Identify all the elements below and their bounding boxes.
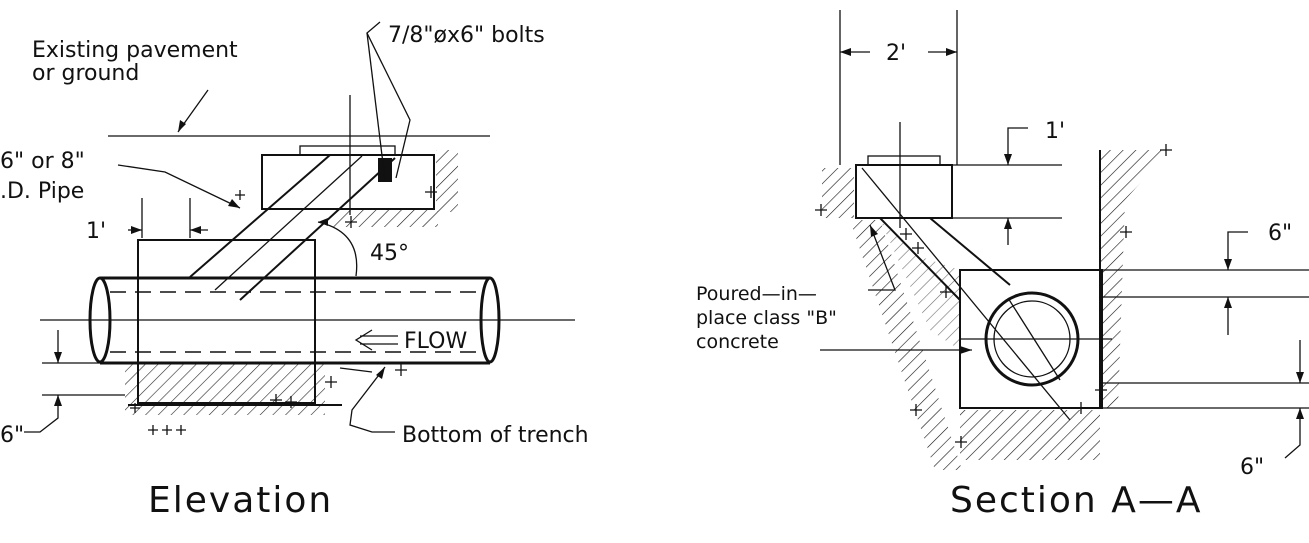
- dim2-arrow-left: [840, 48, 851, 56]
- dim6-arrow-top: [54, 352, 62, 363]
- section-riser-edge-2: [929, 217, 1011, 286]
- riser-pipe-edge-upper: [239, 157, 396, 301]
- dim6b-line-bottom: [1284, 408, 1301, 459]
- section-riser-axis: [861, 167, 1071, 421]
- pipe-size-label-line2: .D. Pipe: [0, 179, 84, 204]
- elevation-view: FLOW 45° 1' 6": [0, 21, 589, 521]
- elevation-hatch-cap: [436, 150, 458, 212]
- dim-6in-bottom-label: 6": [1240, 455, 1264, 480]
- dim2-arrow-right: [946, 48, 957, 56]
- trench-leader-1: [339, 367, 373, 373]
- section-hatch-right-wall: [1100, 150, 1170, 408]
- bolts-label: 7/8"øx6" bolts: [388, 23, 545, 48]
- concrete-label-line1: Poured—in—: [696, 283, 817, 305]
- trench-arrow: [376, 367, 385, 379]
- concrete-leader-1: [868, 224, 896, 291]
- bolt-leader-2: [366, 32, 386, 181]
- section-hatch-cap: [822, 168, 854, 218]
- elevation-hatch-under-cap: [330, 209, 438, 227]
- section-survey-marks: [815, 144, 1172, 448]
- riser-pipe-edge-lower: [189, 154, 331, 278]
- concrete-label-line2: place class "B": [696, 307, 837, 329]
- dim1-arrow-right: [190, 226, 201, 234]
- pipe-size-label-line1: 6" or 8": [0, 149, 85, 174]
- dim6s-line-top: [1227, 231, 1248, 270]
- elevation-plate: [299, 145, 396, 156]
- dim-1ft-section-label: 1': [1045, 119, 1065, 144]
- section-view: 2' 1': [696, 10, 1309, 521]
- concrete-label-line3: concrete: [696, 331, 779, 353]
- dim-2ft-label: 2': [886, 41, 906, 66]
- section-wall-outline: [960, 150, 1101, 409]
- angle-arc: [317, 221, 358, 277]
- pipe-size-arrow: [228, 199, 240, 208]
- section-title: Section A—A: [950, 480, 1202, 521]
- bottom-trench-label: Bottom of trench: [402, 423, 589, 448]
- dim6-line-bottom: [24, 395, 59, 433]
- dim1s-line-top: [1007, 127, 1028, 165]
- pavement-arrow: [178, 120, 186, 132]
- flow-label: FLOW: [404, 329, 467, 354]
- dim1s-arrow-top: [1004, 154, 1012, 165]
- dim1s-arrow-bottom: [1004, 218, 1012, 229]
- section-hatch-left-slope: [850, 220, 962, 470]
- dim6s-arrow-top: [1224, 259, 1232, 270]
- riser-pipe-axis: [214, 155, 363, 291]
- dim6b-arrow-top: [1296, 372, 1304, 383]
- trench-leader: [349, 366, 395, 433]
- section-plate: [867, 155, 941, 166]
- angle-arrow: [318, 218, 328, 226]
- pavement-label-line1: Existing pavement: [32, 38, 238, 63]
- dim6b-arrow-bottom: [1296, 408, 1304, 419]
- angle-label: 45°: [370, 241, 409, 266]
- dim6s-arrow-bottom: [1224, 297, 1232, 308]
- elevation-title: Elevation: [148, 480, 333, 521]
- pipe-size-leader: [117, 164, 241, 209]
- dim-1ft-label: 1': [86, 219, 106, 244]
- dim-6in-top-label: 6": [1268, 221, 1292, 246]
- elevation-hatch-bottom: [125, 363, 325, 415]
- dim1-arrow-left: [131, 226, 142, 234]
- section-cap-block: [855, 164, 953, 219]
- dim-6in-label: 6": [0, 423, 24, 448]
- survey-marks: [130, 186, 437, 435]
- concrete-arrow-1: [870, 225, 878, 237]
- concrete-arrow-2: [960, 346, 972, 354]
- bolt-leader: [366, 21, 411, 179]
- flow-arrow-icon: [354, 329, 398, 351]
- section-hatch-bottom: [960, 410, 1100, 460]
- section-hatch-left-mid: [880, 220, 960, 350]
- pavement-label-line2: or ground: [32, 61, 139, 86]
- dim6-arrow-bottom: [54, 395, 62, 406]
